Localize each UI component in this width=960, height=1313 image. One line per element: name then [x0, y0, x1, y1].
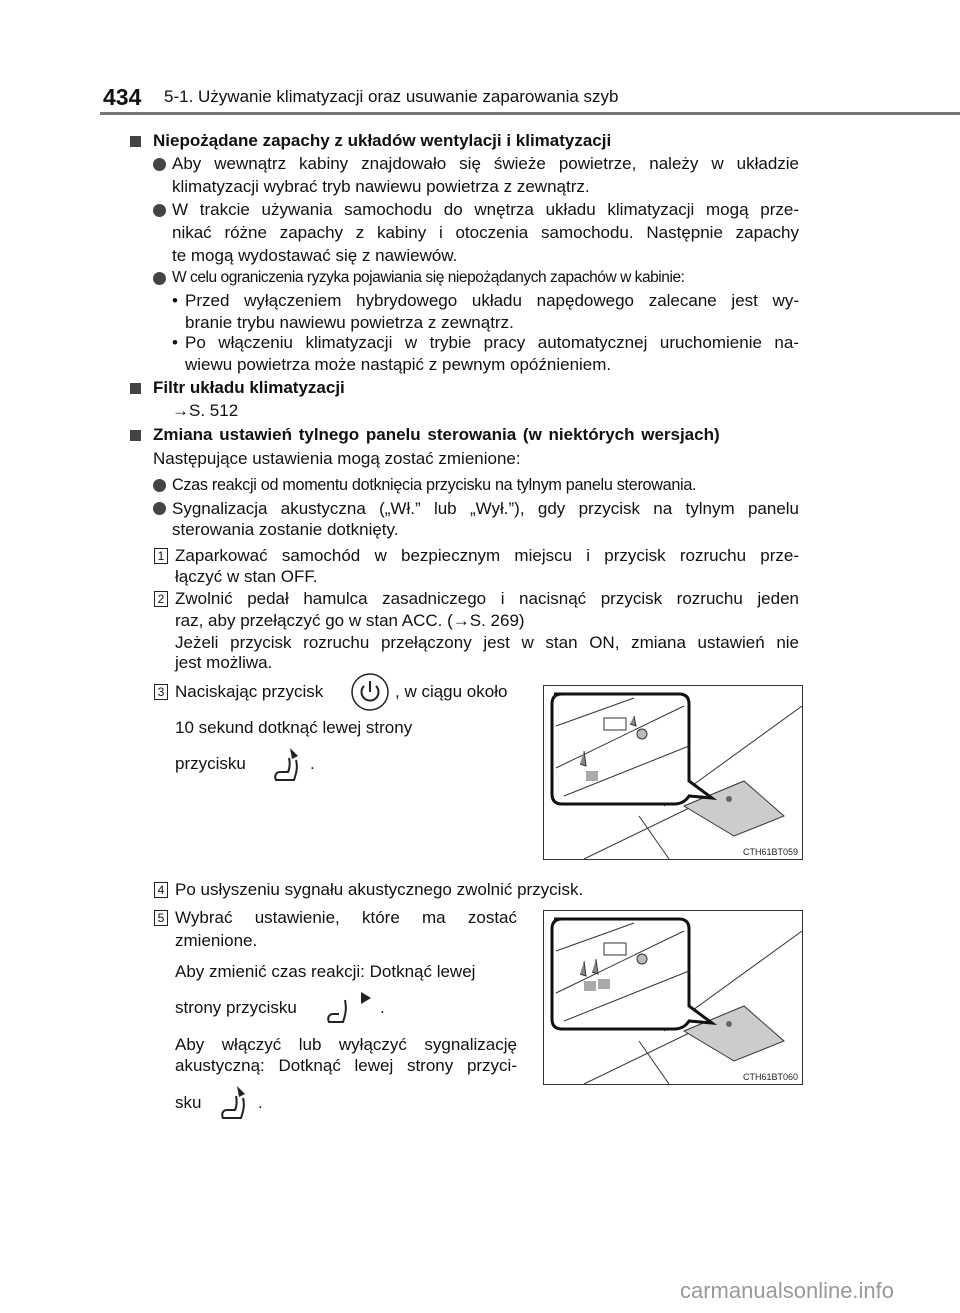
paragraph-line: . — [310, 754, 315, 773]
paragraph-line: . — [380, 998, 385, 1017]
paragraph-line: Przed wyłączeniem hybrydowego układu nap… — [185, 291, 799, 310]
paragraph-line: zmienione. — [175, 931, 258, 950]
paragraph-line: Czas reakcji od momentu dotknięcia przyc… — [172, 476, 697, 494]
watermark: carmanualsonline.info — [680, 1278, 895, 1303]
circle-bullet-icon — [153, 158, 166, 171]
step-number: 1 — [154, 548, 168, 564]
paragraph-line: jest możliwa. — [175, 653, 273, 672]
paragraph-line: Po usłyszeniu sygnału akustycznego zwoln… — [175, 880, 584, 899]
seat-icon — [221, 1086, 245, 1119]
figure-label: CTH61BT060 — [742, 1072, 798, 1082]
paragraph-line: W trakcie używania samochodu do wnętrza … — [172, 200, 799, 219]
seat-icon — [327, 992, 371, 1023]
square-bullet-icon — [130, 136, 141, 147]
sub-bullet: • — [172, 291, 178, 310]
paragraph-line: Wybrać ustawienie, które ma zostać — [175, 908, 517, 927]
circle-bullet-icon — [153, 272, 166, 285]
paragraph-line: . — [258, 1093, 263, 1112]
paragraph-line: Jeżeli przycisk rozruchu przełączony jes… — [175, 633, 799, 652]
section-title: 5-1. Używanie klimatyzacji oraz usuwanie… — [164, 87, 619, 106]
paragraph-line: 10 sekund dotknąć lewej strony — [175, 718, 413, 737]
paragraph-line: Następujące ustawienia mogą zostać zmien… — [153, 449, 521, 468]
paragraph-line: Aby włączyć lub wyłączyć sygnalizację — [175, 1035, 517, 1054]
circle-bullet-icon — [153, 502, 166, 515]
paragraph-line: branie trybu nawiewu powietrza z zewnątr… — [185, 313, 514, 332]
paragraph-line: te mogą wydostawać się z nawiewów. — [172, 246, 458, 265]
circle-bullet-icon — [153, 479, 166, 492]
paragraph-line: sterowania zostanie dotknięty. — [172, 520, 399, 539]
paragraph-line: sku — [175, 1093, 202, 1112]
page-number: 434 — [103, 84, 142, 110]
step-number: 5 — [154, 910, 168, 926]
paragraph-line: Aby zmienić czas reakcji: Dotknąć lewej — [175, 962, 476, 981]
paragraph-line: Sygnalizacja akustyczna („Wł.” lub „Wył.… — [172, 499, 799, 518]
paragraph-line: wiewu powietrza może nastąpić z pewnym o… — [185, 355, 612, 374]
paragraph-line: Po włączeniu klimatyzacji w trybie pracy… — [185, 333, 799, 352]
section-heading: Zmiana ustawień tylnego panelu sterowani… — [153, 425, 720, 444]
step-number: 2 — [154, 591, 168, 607]
paragraph-line: łączyć w stan OFF. — [175, 567, 318, 586]
paragraph-line: Naciskając przycisk — [175, 682, 324, 701]
paragraph-line: W celu ograniczenia ryzyka pojawiania si… — [172, 269, 685, 286]
rear-panel-illustration — [550, 917, 802, 1084]
step-number: 4 — [154, 882, 168, 898]
header-rule — [100, 112, 960, 115]
paragraph-line: akustyczną: Dotknąć lewej strony przyci- — [175, 1056, 517, 1075]
circle-bullet-icon — [153, 204, 166, 217]
step-number: 3 — [154, 684, 168, 700]
square-bullet-icon — [130, 383, 141, 394]
paragraph-line: , w ciągu około — [395, 682, 508, 701]
figure-label: CTH61BT059 — [742, 847, 798, 857]
paragraph-line: strony przycisku — [175, 998, 297, 1017]
figure-rear-panel-settings: CTH61BT060 — [543, 910, 803, 1085]
figure-rear-panel: CTH61BT059 — [543, 685, 803, 860]
seat-icon — [274, 748, 298, 781]
page-reference: →S. 512 — [172, 401, 239, 420]
section-heading: Filtr układu klimatyzacji — [153, 378, 345, 397]
sub-bullet: • — [172, 333, 178, 352]
paragraph-line: klimatyzacji wybrać tryb nawiewu powietr… — [172, 177, 590, 196]
paragraph-line: Zaparkować samochód w bezpiecznym miejsc… — [175, 546, 799, 565]
rear-panel-illustration — [550, 692, 802, 859]
paragraph-line: Aby wewnątrz kabiny znajdowało się śwież… — [172, 154, 799, 173]
paragraph-line: raz, aby przełączyć go w stan ACC. (→S. … — [175, 611, 525, 630]
paragraph-line: przycisku — [175, 754, 246, 773]
power-button-icon — [351, 673, 389, 711]
paragraph-line: nikać różne zapachy z kabiny i otoczenia… — [172, 223, 799, 242]
square-bullet-icon — [130, 430, 141, 441]
paragraph-line: Zwolnić pedał hamulca zasadniczego i nac… — [175, 589, 799, 608]
section-heading: Niepożądane zapachy z układów wentylacji… — [153, 131, 612, 150]
